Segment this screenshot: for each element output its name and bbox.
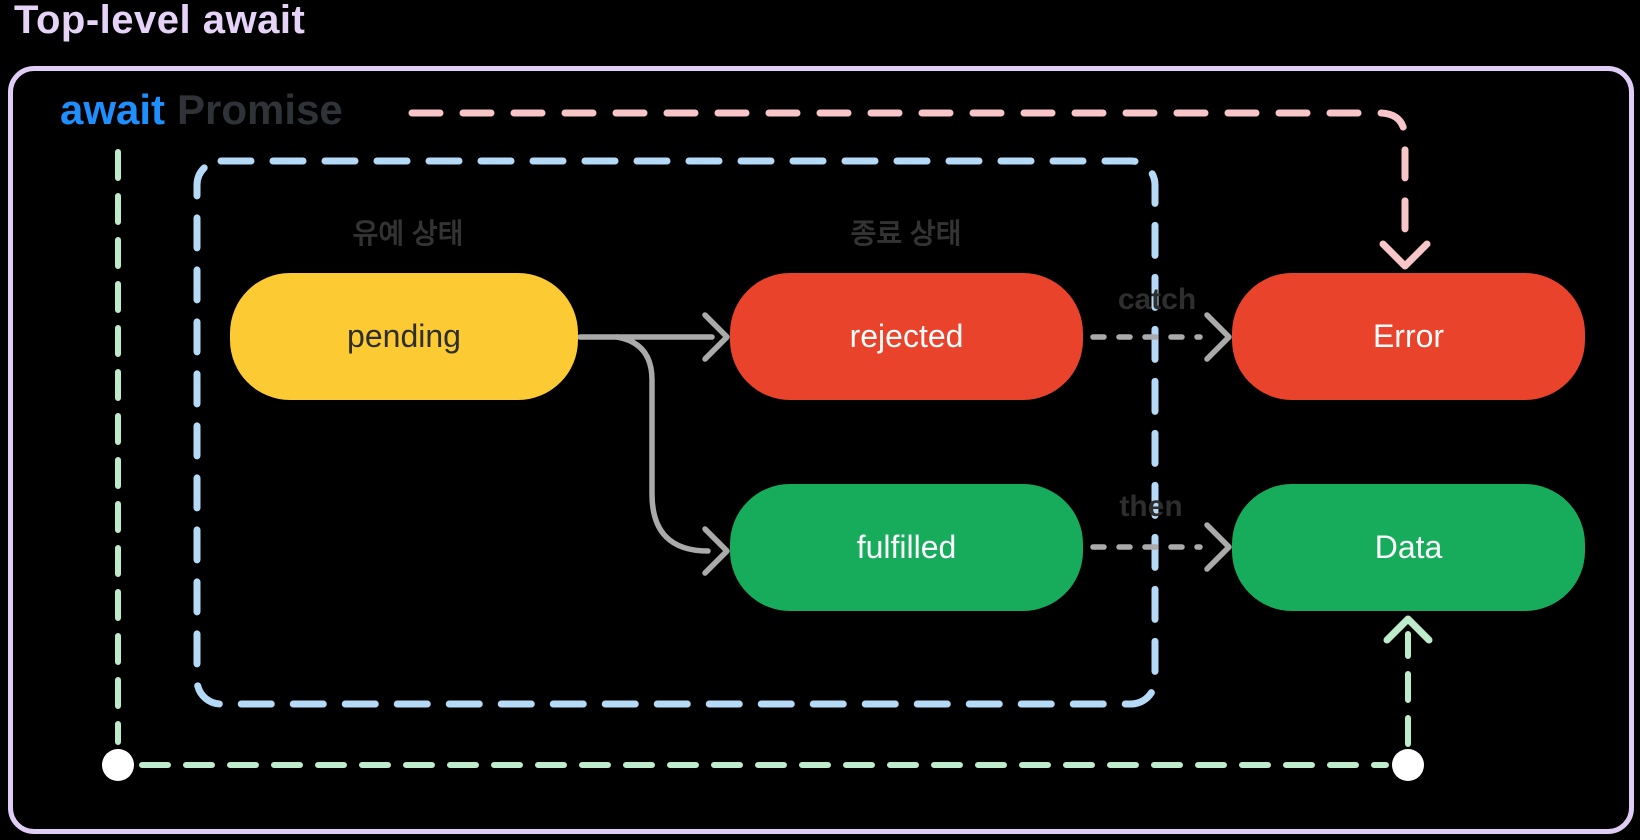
pending-to-fulfilled-line bbox=[614, 334, 711, 554]
promise-label: Promise bbox=[177, 86, 343, 133]
then-edge-label: then bbox=[1119, 490, 1183, 523]
error-propagation-arrowhead bbox=[1379, 240, 1431, 270]
pending-to-fulfilled-arrowhead bbox=[702, 526, 730, 576]
await-keyword: await bbox=[60, 86, 166, 133]
catch-edge-label: catch bbox=[1117, 283, 1197, 316]
fulfilled-state-node: fulfilled bbox=[730, 484, 1083, 611]
top-level-await-box bbox=[8, 66, 1634, 834]
then-arrowhead bbox=[1204, 522, 1232, 572]
rejected-state-label: rejected bbox=[849, 318, 964, 354]
fulfilled-state-label: fulfilled bbox=[856, 529, 957, 565]
data-result-label: Data bbox=[1374, 529, 1443, 565]
pending-state-label: pending bbox=[347, 318, 461, 354]
pending-state-node: pending bbox=[230, 273, 578, 400]
resume-to-data-arrowhead bbox=[1383, 615, 1433, 644]
data-result-node: Data bbox=[1232, 484, 1585, 611]
error-result-node: Error bbox=[1232, 273, 1585, 400]
error-propagation-line bbox=[408, 109, 1409, 244]
pending-to-rejected-arrowhead bbox=[702, 312, 730, 362]
pending-group-label: 유예 상태 bbox=[352, 218, 464, 249]
rejected-state-node: rejected bbox=[730, 273, 1083, 400]
catch-arrowhead bbox=[1204, 312, 1232, 362]
junction-dot-left bbox=[102, 749, 134, 781]
promise-states-dashed-box bbox=[193, 157, 1159, 708]
error-result-label: Error bbox=[1372, 318, 1445, 354]
junction-dot-right bbox=[1392, 749, 1424, 781]
page-title: Top-level await bbox=[14, 0, 306, 42]
settled-group-label: 종료 상태 bbox=[850, 218, 962, 249]
